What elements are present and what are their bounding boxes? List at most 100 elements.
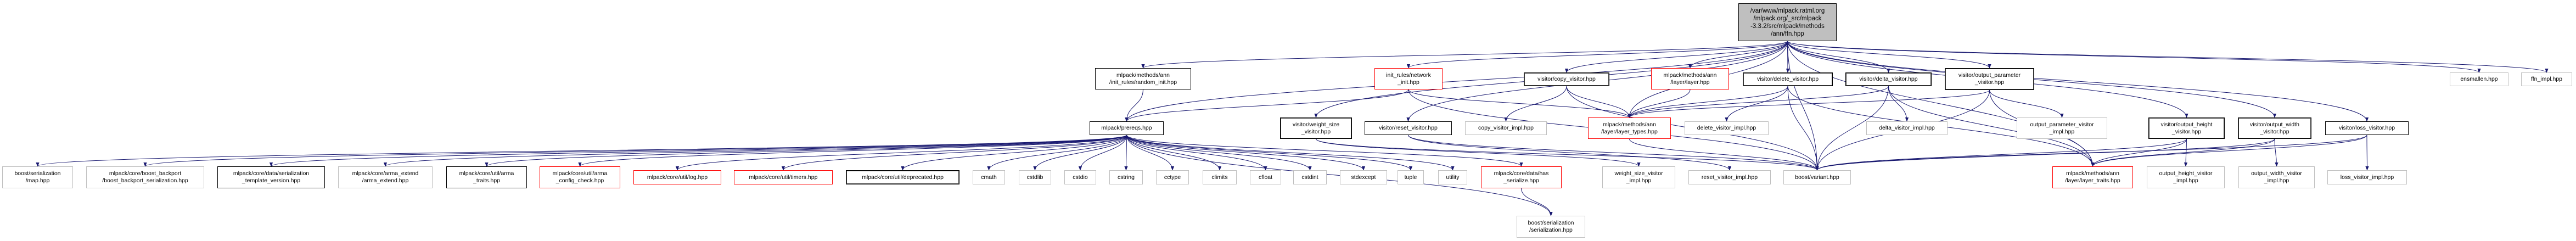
node-utility[interactable]: utility: [1438, 170, 1467, 184]
node-output-height-visitor[interactable]: visitor/output_height _visitor.hpp: [2148, 117, 2225, 139]
node-output-parameter-visitor[interactable]: visitor/output_parameter _visitor.hpp: [1945, 68, 2034, 90]
node-copy-visitor-impl[interactable]: copy_visitor_impl.hpp: [1465, 121, 1547, 135]
edge-root-to-output-parameter-visitor: [1787, 41, 1991, 69]
node-cstdio[interactable]: cstdio: [1064, 170, 1096, 184]
node-serialization[interactable]: boost/serialization /serialization.hpp: [1517, 216, 1585, 238]
node-timers[interactable]: mlpack/core/util/timers.hpp: [734, 170, 833, 184]
edge-loss-visitor-to-layer-traits: [2091, 134, 2367, 167]
edge-prereqs-to-serialization: [1126, 134, 1553, 216]
edge-prereqs-to-deprecated: [901, 134, 1127, 171]
edge-prereqs-to-log: [675, 134, 1127, 171]
edge-prereqs-to-cctype: [1126, 134, 1175, 171]
node-map[interactable]: boost/serialization /map.hpp: [2, 166, 73, 188]
edge-output-parameter-visitor-to-layer-types: [1627, 89, 1990, 118]
node-weight-size-visitor[interactable]: visitor/weight_size _visitor.hpp: [1280, 117, 1352, 139]
node-ensmallen[interactable]: ensmallen.hpp: [2450, 72, 2508, 86]
edge-prereqs-to-climits: [1126, 134, 1222, 171]
node-reset-visitor-impl[interactable]: reset_visitor_impl.hpp: [1688, 170, 1771, 184]
node-output-height-visitor-impl[interactable]: output_height_visitor _impl.hpp: [2147, 166, 2225, 188]
edge-loss-visitor-to-boost-variant: [1815, 134, 2367, 171]
node-prereqs[interactable]: mlpack/prereqs.hpp: [1090, 121, 1164, 135]
edge-layer-types-to-boost-variant: [1629, 138, 1819, 171]
edge-reset-visitor-to-boost-variant: [1408, 134, 1819, 171]
edge-delta-visitor-to-layer-traits: [1888, 86, 2095, 167]
edge-prereqs-to-tuple: [1126, 134, 1413, 171]
node-output-width-visitor-impl[interactable]: output_width_visitor _impl.hpp: [2238, 166, 2315, 188]
node-has-serialize[interactable]: mlpack/core/data/has _serialize.hpp: [1481, 166, 1562, 188]
edge-output-width-visitor-to-boost-variant: [1815, 138, 2275, 171]
node-tuple[interactable]: tuple: [1398, 170, 1424, 184]
edge-output-width-visitor-to-layer-traits: [2091, 138, 2275, 167]
edge-random-init-to-prereqs: [1125, 89, 1143, 122]
edge-output-height-visitor-to-boost-variant: [1815, 138, 2187, 171]
node-cstdint[interactable]: cstdint: [1293, 170, 1327, 184]
edge-delete-visitor-to-boost-variant: [1787, 86, 1819, 171]
edge-root-to-delta-visitor: [1787, 41, 1890, 73]
node-layer-types[interactable]: mlpack/methods/ann /layer/layer_types.hp…: [1588, 117, 1671, 139]
node-output-width-visitor[interactable]: visitor/output_width _visitor.hpp: [2238, 117, 2311, 139]
node-weight-size-visitor-impl[interactable]: weight_size_visitor _impl.hpp: [1602, 166, 1675, 188]
node-ffn-impl[interactable]: ffn_impl.hpp: [2521, 72, 2572, 86]
edge-prereqs-to-arma-traits: [485, 134, 1127, 167]
node-log[interactable]: mlpack/core/util/log.hpp: [633, 170, 721, 184]
node-delete-visitor[interactable]: visitor/delete_visitor.hpp: [1743, 72, 1833, 86]
edge-output-height-visitor-to-layer-traits: [2091, 138, 2187, 167]
edge-prereqs-to-cstdint: [1126, 134, 1312, 171]
node-cstring[interactable]: cstring: [1109, 170, 1143, 184]
edge-delta-visitor-to-boost-variant: [1815, 86, 1889, 171]
node-network-init[interactable]: init_rules/network _init.hpp: [1374, 68, 1443, 89]
node-cstdlib[interactable]: cstdlib: [1019, 170, 1051, 184]
node-delta-visitor[interactable]: visitor/delta_visitor.hpp: [1845, 72, 1932, 86]
edge-network-init-to-prereqs: [1125, 89, 1409, 122]
edge-root-to-layer: [1688, 41, 1788, 69]
edge-prereqs-to-stdexcept: [1126, 134, 1366, 171]
edge-delta-visitor-to-layer-types: [1627, 86, 1889, 118]
node-reset-visitor[interactable]: visitor/reset_visitor.hpp: [1365, 121, 1452, 135]
node-cmath[interactable]: cmath: [973, 170, 1005, 184]
node-layer-traits[interactable]: mlpack/methods/ann /layer/layer_traits.h…: [2052, 166, 2133, 188]
edge-root-to-copy-visitor: [1564, 41, 1788, 73]
edge-prereqs-to-map: [36, 134, 1127, 167]
node-output-parameter-visitor-impl[interactable]: output_parameter_visitor _impl.hpp: [2017, 117, 2107, 139]
edge-weight-size-visitor-to-boost-variant: [1316, 138, 1819, 171]
edge-layer-to-layer-types: [1627, 89, 1691, 118]
edge-prereqs-to-has-serialize: [1126, 134, 1523, 167]
node-cfloat[interactable]: cfloat: [1250, 170, 1281, 184]
edge-prereqs-to-boost-backport: [143, 134, 1127, 167]
edge-prereqs-to-cstdlib: [1033, 134, 1127, 171]
node-delete-visitor-impl[interactable]: delete_visitor_impl.hpp: [1685, 121, 1769, 135]
node-serialization-template-version[interactable]: mlpack/core/data/serialization _template…: [217, 166, 325, 188]
edge-has-serialize-to-serialization: [1521, 188, 1553, 216]
edge-prereqs-to-serialization-template-version: [270, 134, 1127, 167]
edge-delta-visitor-to-delta-visitor-impl: [1888, 86, 1909, 122]
edge-delete-visitor-to-layer-types: [1627, 86, 1788, 118]
node-loss-visitor-impl[interactable]: loss_visitor_impl.hpp: [2327, 170, 2407, 184]
edge-prereqs-to-cstdio: [1078, 134, 1127, 171]
node-arma-extend[interactable]: mlpack/core/arma_extend /arma_extend.hpp: [338, 166, 433, 188]
node-root[interactable]: /var/www/mlpack.ratml.org /mlpack.org/_s…: [1738, 3, 1837, 41]
node-deprecated[interactable]: mlpack/core/util/deprecated.hpp: [846, 170, 959, 184]
edge-root-to-layer-traits: [1787, 41, 2095, 167]
node-random-init[interactable]: mlpack/methods/ann /init_rules/random_in…: [1095, 68, 1191, 89]
node-layer[interactable]: mlpack/methods/ann /layer/layer.hpp: [1651, 68, 1729, 89]
node-delta-visitor-impl[interactable]: delta_visitor_impl.hpp: [1866, 121, 1948, 135]
node-cctype[interactable]: cctype: [1156, 170, 1189, 184]
edge-root-to-ffn-impl: [1787, 41, 2549, 73]
edge-prereqs-to-cstring: [1124, 134, 1128, 171]
edge-prereqs-to-arma-config-check: [578, 134, 1127, 167]
node-copy-visitor[interactable]: visitor/copy_visitor.hpp: [1524, 72, 1609, 86]
node-climits[interactable]: climits: [1203, 170, 1237, 184]
edge-output-parameter-visitor-to-output-parameter-visitor-impl: [1989, 89, 2064, 118]
edge-root-to-prereqs: [1125, 41, 1788, 122]
node-arma-config-check[interactable]: mlpack/core/util/arma _config_check.hpp: [540, 166, 620, 188]
node-stdexcept[interactable]: stdexcept: [1340, 170, 1387, 184]
edge-root-to-random-init: [1141, 41, 1788, 69]
node-boost-variant[interactable]: boost/variant.hpp: [1783, 170, 1851, 184]
node-boost-backport[interactable]: mlpack/core/boost_backport /boost_backpo…: [86, 166, 204, 188]
edge-root-to-loss-visitor: [1787, 41, 2369, 122]
edge-prereqs-to-cmath: [987, 134, 1127, 171]
edge-network-init-to-layer-types: [1408, 89, 1631, 118]
edge-delete-visitor-to-delete-visitor-impl: [1725, 86, 1788, 122]
node-loss-visitor[interactable]: visitor/loss_visitor.hpp: [2325, 121, 2409, 135]
node-arma-traits[interactable]: mlpack/core/util/arma _traits.hpp: [446, 166, 527, 188]
